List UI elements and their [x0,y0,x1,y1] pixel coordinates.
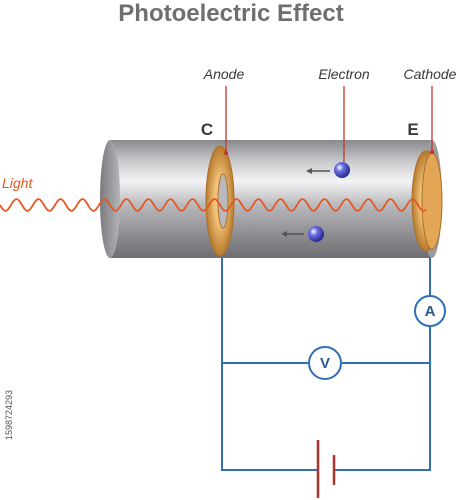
electron-lower [281,226,324,242]
cathode-pointer-dot [429,149,435,155]
page-title: Photoelectric Effect [118,0,343,27]
anode-ring [205,145,235,257]
cathode-label: Cathode [404,66,457,82]
battery [316,440,336,498]
light-wave [0,198,427,212]
ammeter-label: A [425,303,436,320]
electron-label: Electron [318,66,370,82]
anode-pointer-dot [223,150,229,156]
voltmeter: V [308,346,342,380]
stock-id: 1598724293 [4,390,14,440]
circuit [221,255,431,471]
light-label: Light [2,175,33,191]
label-e: E [407,120,418,139]
anode-label: Anode [203,66,245,82]
cathode-wire-lower [334,326,431,471]
label-c: C [201,120,213,139]
pointer-lines [225,86,433,162]
voltmeter-label: V [320,355,330,372]
electron-upper [306,162,350,178]
anode-wire [221,255,318,471]
ammeter: A [414,295,446,327]
